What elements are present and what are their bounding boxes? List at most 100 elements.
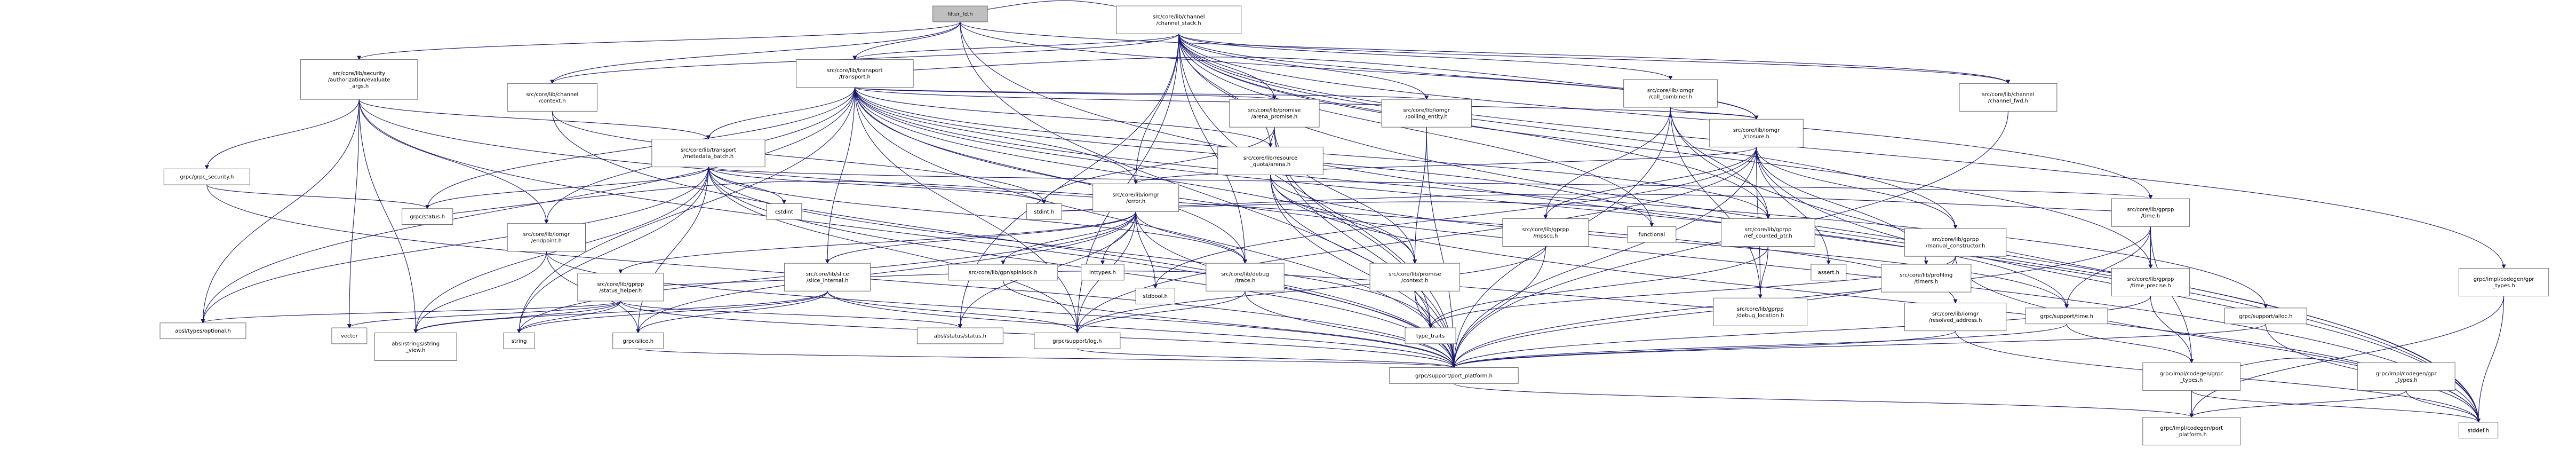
node-alloc[interactable]: grpc/support/alloc.h xyxy=(2224,308,2307,325)
node-timeh[interactable]: src/core/lib/gprpp/time.h xyxy=(2111,198,2190,227)
node-log[interactable]: grpc/support/log.h xyxy=(1034,332,1121,349)
node-label-mdbatch: src/core/lib/transport xyxy=(681,147,737,153)
edge-sliceint-to-stringview xyxy=(413,291,828,334)
node-box-mdbatch xyxy=(651,139,765,168)
node-mpscq[interactable]: src/core/lib/gprpp/mpscq.h xyxy=(1502,218,1589,247)
node-grpcstatus[interactable]: grpc/status.h xyxy=(402,208,453,225)
node-label-manualctor: src/core/lib/gprpp xyxy=(1932,237,1979,243)
edge-sec-to-stringview xyxy=(358,99,418,334)
edge-callcomb-to-debugloc xyxy=(1670,107,1762,299)
node-chfwd[interactable]: src/core/lib/channel/channel_fwd.h xyxy=(1959,83,2057,112)
node-stddef[interactable]: stddef.h xyxy=(2459,422,2499,439)
node-box-gpcodegen xyxy=(2459,267,2549,297)
node-transport[interactable]: src/core/lib/transport/transport.h xyxy=(796,59,914,88)
node-statushelper[interactable]: src/core/lib/gprpp/status_helper.h xyxy=(577,273,664,302)
node-stringn[interactable]: string xyxy=(503,332,535,349)
node-callcomb[interactable]: src/core/lib/iomgr/call_combiner.h xyxy=(1623,79,1718,108)
node-vector[interactable]: vector xyxy=(331,327,368,344)
edge-sec-to-optional xyxy=(201,99,360,324)
node-box-abslstatus xyxy=(916,327,1003,344)
node-debugtrace[interactable]: src/core/lib/debug/trace.h xyxy=(1206,263,1285,291)
node-box-assert xyxy=(1811,264,1847,281)
node-label-inttypes: inttypes.h xyxy=(1089,270,1116,275)
node-gprtime[interactable]: grpc/support/time.h xyxy=(2025,308,2108,325)
edge-timeh-to-stdinth xyxy=(1043,193,2151,214)
node-label-promctx: /context.h xyxy=(1401,278,1429,284)
node-label-promctx: src/core/lib/promise xyxy=(1389,272,1441,278)
node-sec[interactable]: src/core/lib/security/authorization/eval… xyxy=(300,59,418,100)
node-abslstatus[interactable]: absl/status/status.h xyxy=(916,327,1003,344)
node-box-typetraits xyxy=(1405,327,1456,344)
node-box-chfwd xyxy=(1959,83,2057,112)
node-cgtypes[interactable]: grpc/impl/codegen/grpc_types.h xyxy=(2142,362,2241,391)
node-box-arena xyxy=(1229,99,1320,128)
node-label-statushelper: /status_helper.h xyxy=(600,288,642,294)
node-resolved[interactable]: src/core/lib/iomgr/resolved_address.h xyxy=(1904,303,2007,332)
edge-error-to-stdbool xyxy=(1135,211,1158,289)
node-gslice[interactable]: grpc/slice.h xyxy=(612,332,664,349)
node-label-gprtypes: grpc/impl/codegen/gpr xyxy=(2376,371,2437,377)
edge-error-to-statushelper xyxy=(618,211,1136,274)
node-cstdint[interactable]: cstdint xyxy=(766,203,802,220)
node-label-gprtypes: _types.h xyxy=(2395,377,2418,383)
node-refcounted[interactable]: src/core/lib/gprpp/ref_counted_ptr.h xyxy=(1721,218,1815,247)
node-spinlock[interactable]: src/core/lib/gpr/spinlock.h xyxy=(948,264,1058,281)
node-functional[interactable]: functional xyxy=(1627,226,1677,243)
node-mdbatch[interactable]: src/core/lib/transport/metadata_batch.h xyxy=(651,139,765,168)
node-inttypes[interactable]: inttypes.h xyxy=(1081,264,1124,281)
node-label-log: grpc/support/log.h xyxy=(1052,338,1102,344)
node-chstack[interactable]: src/core/lib/channel/channel_stack.h xyxy=(1116,5,1242,34)
node-arena[interactable]: src/core/lib/promise/arena_promise.h xyxy=(1229,99,1320,128)
node-stdbool[interactable]: stdbool.h xyxy=(1135,288,1175,304)
node-gprtypes[interactable]: grpc/impl/codegen/gpr_types.h xyxy=(2357,362,2455,391)
node-label-optional: absl/types/optional.h xyxy=(175,328,231,334)
node-stdinth[interactable]: stdint.h xyxy=(1026,203,1062,220)
edge-transport-to-log xyxy=(854,87,1080,334)
node-assert[interactable]: assert.h xyxy=(1811,264,1847,281)
node-label-context: src/core/lib/channel xyxy=(526,92,578,98)
node-precise[interactable]: src/core/lib/gprpp/time_precise.h xyxy=(2111,267,2190,297)
edge-resolved-to-portplat xyxy=(1452,330,1956,368)
node-label-cstdint: cstdint xyxy=(775,209,793,215)
node-polling[interactable]: src/core/lib/iomgr/polling_entity.h xyxy=(1381,99,1472,128)
node-debugloc[interactable]: src/core/lib/gprpp/debug_location.h xyxy=(1713,297,1808,326)
edge-root-to-sec xyxy=(357,21,961,60)
node-box-spinlock xyxy=(948,264,1058,281)
edge-gprtime-to-cgtypes xyxy=(2066,324,2194,364)
node-grpcsec[interactable]: grpc/grpc_security.h xyxy=(163,168,250,185)
node-label-root: filter_fd.h xyxy=(947,12,973,18)
node-gpcodegen[interactable]: grpc/impl/codegen/gpr_types.h xyxy=(2459,267,2549,297)
edge-callcomb-to-stddef xyxy=(1670,107,2481,423)
node-portplat[interactable]: grpc/support/port_platform.h xyxy=(1389,367,1519,384)
node-typetraits[interactable]: type_traits xyxy=(1405,327,1456,344)
node-error[interactable]: src/core/lib/iomgr/error.h xyxy=(1092,183,1179,212)
node-profiling[interactable]: src/core/lib/profiling/timers.h xyxy=(1881,264,1972,293)
edge-mdbatch-to-stdinth xyxy=(708,167,1047,204)
node-box-callcomb xyxy=(1623,79,1718,108)
edge-statushelper-to-optional xyxy=(201,301,621,324)
node-stringview[interactable]: absl/strings/string_view.h xyxy=(374,332,457,361)
node-sliceint[interactable]: src/core/lib/slice/slice_internal.h xyxy=(784,263,871,291)
edge-chstack-to-arena xyxy=(1178,34,1277,100)
node-context[interactable]: src/core/lib/channel/context.h xyxy=(507,83,597,112)
node-box-debugloc xyxy=(1713,297,1808,326)
edge-root-to-context xyxy=(550,21,961,84)
node-box-grpcstatus xyxy=(402,208,453,225)
node-cgport[interactable]: grpc/impl/codegen/port_platform.h xyxy=(2142,417,2241,446)
node-closure[interactable]: src/core/lib/iomgr/closure.h xyxy=(1709,119,1804,147)
node-box-gslice xyxy=(612,332,664,349)
node-promctx[interactable]: src/core/lib/promise/context.h xyxy=(1369,263,1460,291)
edge-root-to-stddef xyxy=(960,21,2481,423)
node-optional[interactable]: absl/types/optional.h xyxy=(159,322,246,340)
edge-chstack-to-chfwd xyxy=(1178,33,2011,84)
edge-refcounted-to-debugloc xyxy=(1758,246,1768,299)
node-quota[interactable]: src/core/lib/resource_quota/arena.h xyxy=(1217,146,1323,176)
edge-sec-to-grpcsec xyxy=(204,99,360,170)
node-endpoint[interactable]: src/core/lib/iomgr/endpoint.h xyxy=(507,223,586,252)
edge-closure-to-log xyxy=(1075,147,1757,334)
node-label-precise: src/core/lib/gprpp xyxy=(2127,277,2174,282)
node-label-gprtime: grpc/support/time.h xyxy=(2040,313,2093,319)
node-label-debugloc: /debug_location.h xyxy=(1736,313,1784,319)
node-manualctor[interactable]: src/core/lib/gprpp/manual_constructor.h xyxy=(1904,228,2007,257)
edge-polling-to-promctx xyxy=(1413,127,1427,264)
